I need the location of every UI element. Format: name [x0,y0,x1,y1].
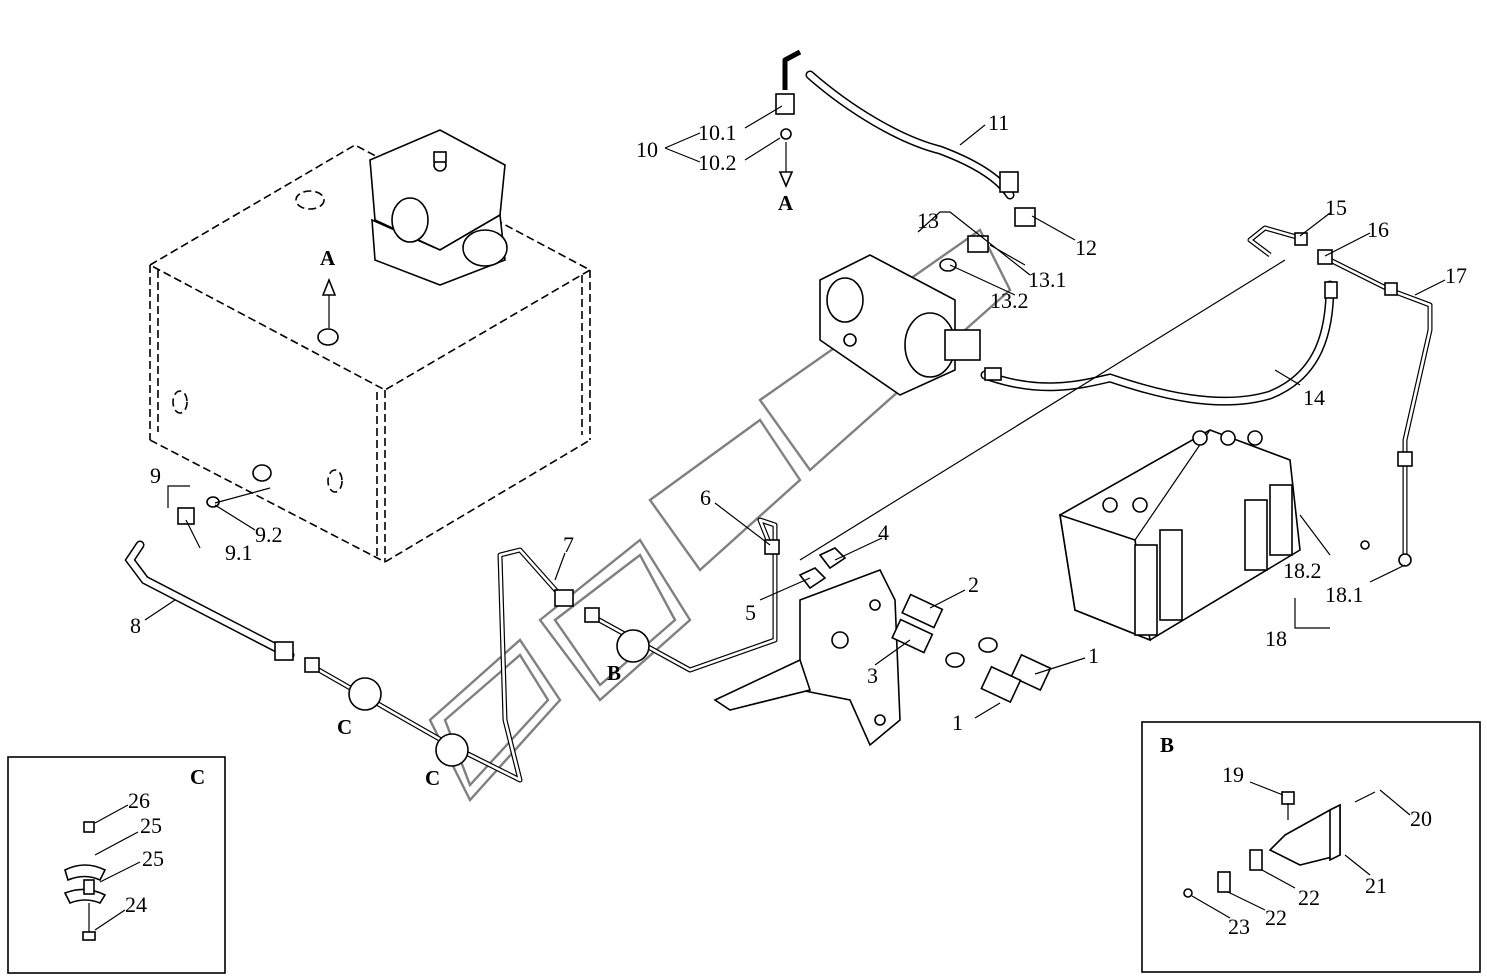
label-13-2: 13.2 [990,288,1029,313]
label-view-a-1: A [320,246,336,270]
label-13: 13 [917,208,939,233]
label-9: 9 [150,463,161,488]
tube-suction [308,547,562,783]
label-3: 3 [867,663,878,688]
label-10: 10 [636,137,658,162]
label-17: 17 [1445,263,1467,288]
label-9-2: 9.2 [255,522,283,547]
return-line [799,259,1286,561]
label-23: 23 [1228,914,1250,939]
hose-14 [980,280,1335,406]
label-12: 12 [1075,235,1097,260]
label-detail-c-2: C [425,766,440,790]
label-22b: 22 [1265,905,1287,930]
label-15: 15 [1325,195,1347,220]
label-20: 20 [1410,806,1432,831]
label-21: 21 [1365,873,1387,898]
label-1a: 1 [1088,643,1099,668]
label-26: 26 [128,788,150,813]
label-18: 18 [1265,626,1287,651]
tube-17 [1318,252,1433,560]
inset-b: B 19 20 21 22 22 23 [1141,721,1481,973]
label-24: 24 [125,892,147,917]
tube-15 [1247,225,1301,257]
label-7: 7 [563,532,574,557]
label-9-1: 9.1 [225,540,253,565]
leader-lines [144,105,1446,719]
mounting-bracket [713,568,901,747]
label-19: 19 [1222,762,1244,787]
view-arrow-a-tank [321,277,337,328]
hydraulic-tank [148,144,592,563]
label-18-2: 18.2 [1283,558,1322,583]
label-2: 2 [968,572,979,597]
hose-11 [805,70,1015,200]
label-14: 14 [1303,385,1325,410]
label-4: 4 [878,520,889,545]
inset-c: C 26 25 25 24 [7,756,226,974]
label-25a: 25 [140,813,162,838]
label-6: 6 [700,485,711,510]
label-18-1: 18.1 [1325,582,1364,607]
tube-6 [588,517,778,673]
inset-b-title: B [1160,733,1174,757]
label-16: 16 [1367,217,1389,242]
control-valve-block [1059,429,1301,642]
fittings [177,171,1413,704]
label-1b: 1 [952,710,963,735]
gear-pump [369,129,508,286]
label-22a: 22 [1298,885,1320,910]
label-5: 5 [745,600,756,625]
label-11: 11 [988,110,1009,135]
label-detail-b: B [607,661,621,685]
label-13-1: 13.1 [1028,267,1067,292]
label-8: 8 [130,613,141,638]
fitting-10 [775,49,802,189]
label-view-a-2: A [778,191,794,215]
label-10-1: 10.1 [698,120,737,145]
axial-piston-pump [819,254,981,396]
inset-c-title: C [190,765,205,789]
label-detail-c-1: C [337,715,352,739]
label-25b: 25 [142,846,164,871]
detail-circles [348,629,650,767]
label-10-2: 10.2 [698,150,737,175]
hose-8 [124,540,295,660]
